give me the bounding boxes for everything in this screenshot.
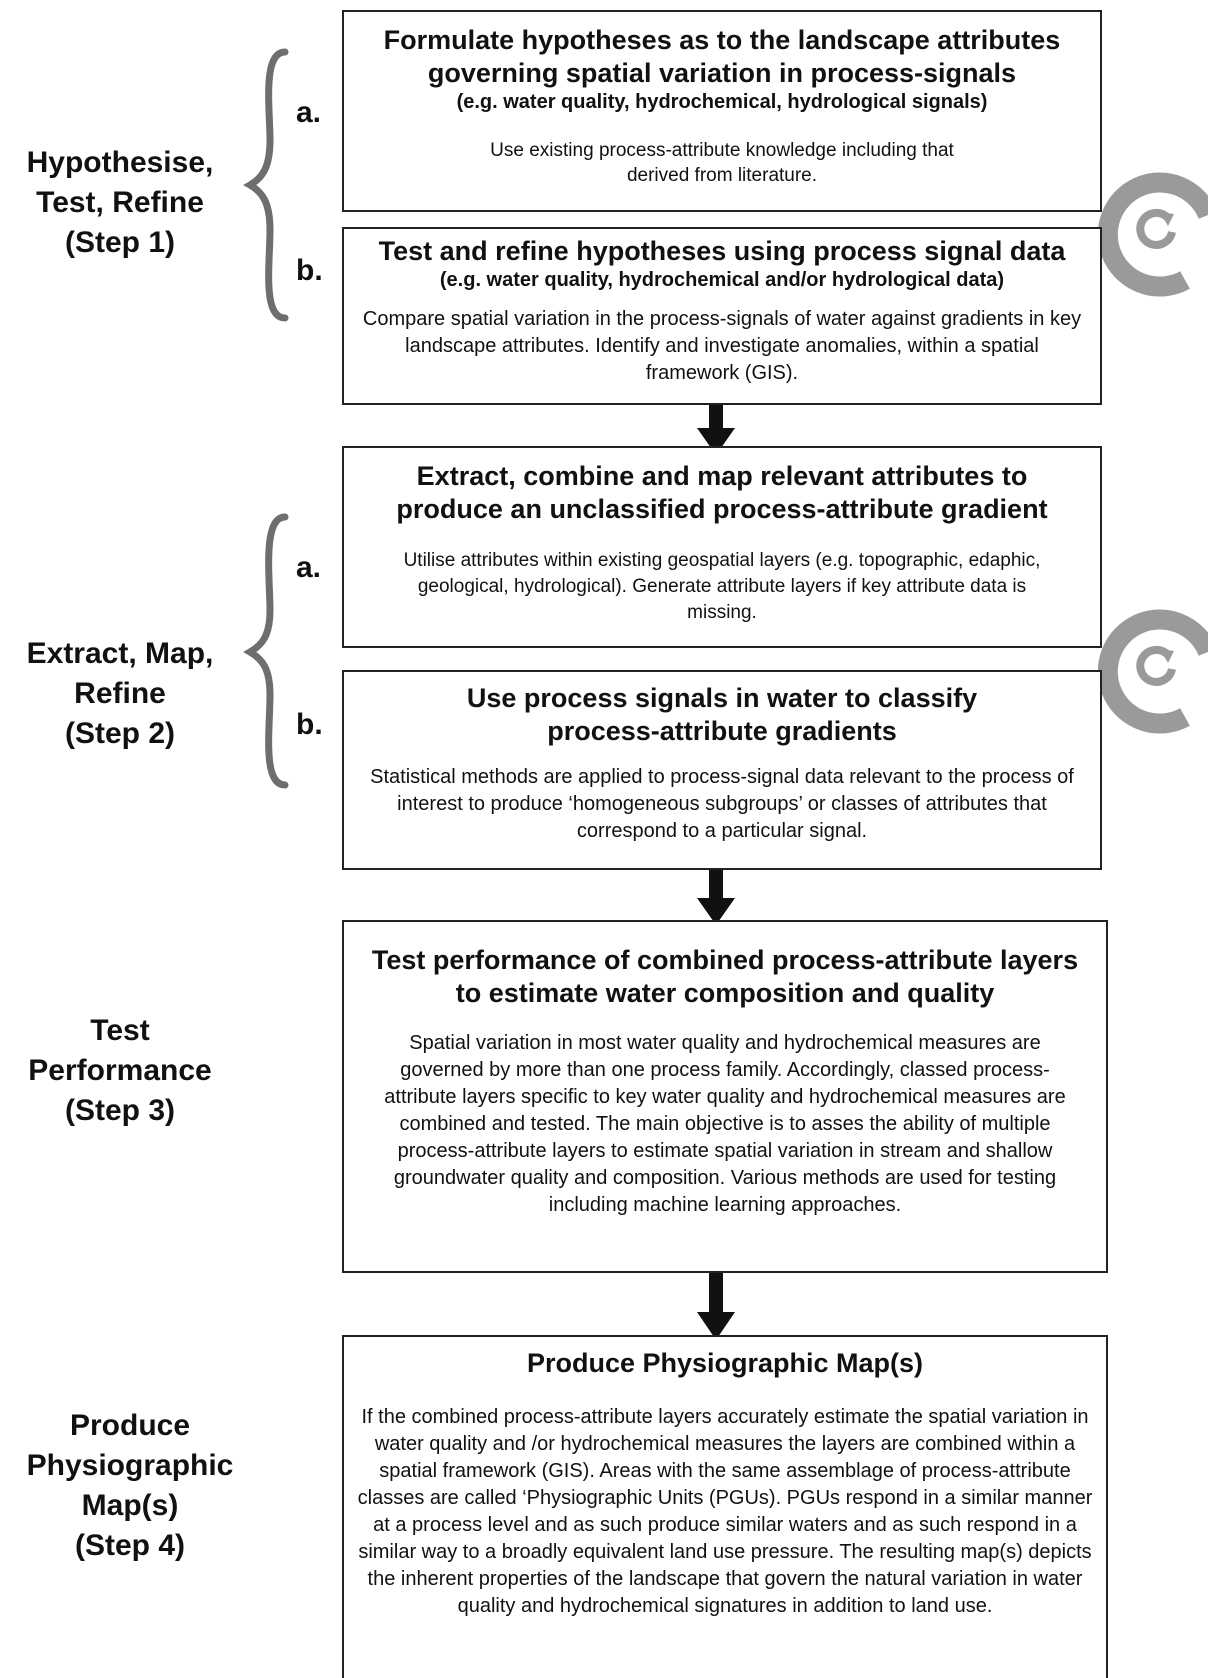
step-1b-box: Test and refine hypotheses using process…	[342, 227, 1102, 405]
cycle-icon-2	[1097, 609, 1208, 734]
arrow-down-3	[697, 1272, 735, 1340]
step-3-body: Spatial variation in most water quality …	[384, 1032, 1066, 1216]
step-2a-body: Utilise attributes within existing geosp…	[403, 550, 1041, 623]
step-1a-letter: a.	[296, 96, 322, 129]
cycle-icon-1	[1097, 172, 1208, 297]
step-4-title: Produce Physiographic Map(s)	[526, 1348, 924, 1378]
step-2b-letter: b.	[296, 708, 323, 741]
step-1b-title: Test and refine hypotheses using process…	[378, 236, 1066, 266]
arrow-down-2	[697, 870, 735, 925]
step-4-label: Produce Physiographic Map(s) (Step 4)	[0, 1406, 260, 1566]
brace-step2	[243, 513, 289, 789]
step-1b-subtitle: (e.g. water quality, hydrochemical and/o…	[439, 269, 1005, 291]
step-2-label: Extract, Map, Refine (Step 2)	[0, 634, 240, 754]
step-2a-letter: a.	[296, 551, 322, 584]
step-2b-box: Use process signals in water to classify…	[342, 670, 1102, 870]
step-4-label-line: Physiographic	[26, 1449, 234, 1482]
step-2-label-line: Extract, Map,	[26, 637, 214, 670]
step-4-label-line: Map(s)	[81, 1489, 179, 1522]
step-3-label: Test Performance (Step 3)	[0, 1011, 240, 1131]
step-2a-box: Extract, combine and map relevant attrib…	[342, 446, 1102, 648]
step-1-label-line: Test, Refine	[36, 186, 204, 219]
step-3-label-line: Performance	[28, 1054, 212, 1087]
step-3-label-line: Test	[90, 1014, 150, 1047]
step-2a-title: Extract, combine and map relevant attrib…	[396, 461, 1048, 524]
step-1a-subtitle: (e.g. water quality, hydrochemical, hydr…	[456, 91, 988, 113]
step-1a-box: Formulate hypotheses as to the landscape…	[342, 10, 1102, 212]
arrow-down-1	[697, 404, 735, 455]
step-1-label-line: Hypothesise,	[26, 146, 214, 179]
brace-step1	[243, 48, 289, 322]
step-1b-body: Compare spatial variation in the process…	[362, 308, 1082, 384]
step-3-label-line: (Step 3)	[64, 1094, 175, 1127]
step-3-title: Test performance of combined process-att…	[371, 945, 1079, 1008]
step-2-label-line: (Step 2)	[64, 717, 175, 750]
step-1a-body: Use existing process-attribute knowledge…	[490, 140, 954, 186]
step-1b-letter: b.	[296, 254, 323, 287]
step-4-body: If the combined process-attribute layers…	[357, 1406, 1093, 1617]
step-4-label-line: (Step 4)	[74, 1529, 185, 1562]
step-2b-body: Statistical methods are applied to proce…	[370, 766, 1074, 842]
step-1-label: Hypothesise, Test, Refine (Step 1)	[0, 143, 240, 263]
step-2b-title: Use process signals in water to classify…	[466, 683, 978, 746]
step-1-label-line: (Step 1)	[64, 226, 175, 259]
step-1a-title: Formulate hypotheses as to the landscape…	[383, 25, 1061, 88]
step-4-label-line: Produce	[69, 1409, 191, 1442]
step-2-label-line: Refine	[74, 677, 166, 710]
step-3-box: Test performance of combined process-att…	[342, 920, 1108, 1273]
step-4-box: Produce Physiographic Map(s) If the comb…	[342, 1335, 1108, 1678]
